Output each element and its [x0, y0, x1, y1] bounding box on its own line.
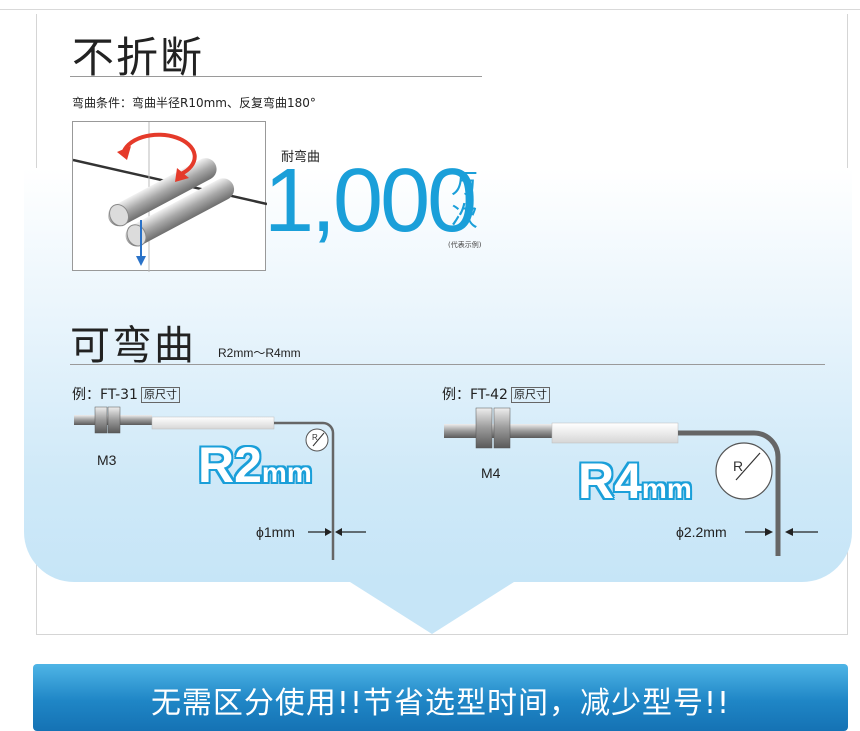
example-ft42-model: 例：FT-42 — [442, 387, 508, 403]
section-rule — [70, 76, 482, 77]
durability-unit-ci: 次 — [451, 202, 478, 233]
actual-size-tag: 原尺寸 — [140, 387, 180, 403]
ft31-radius-symbol: R — [312, 433, 318, 442]
bending-test-illustration — [72, 121, 268, 272]
bend-radius-range: R2mm～R4mm — [218, 346, 301, 360]
ft31-fiber — [274, 421, 335, 560]
ft31-thread-size: M3 — [97, 452, 117, 468]
top-divider — [0, 0, 860, 10]
fiber-sensor-drawings — [74, 406, 818, 560]
ft42-fiber — [678, 430, 781, 556]
durability-count: 1,000 — [264, 151, 477, 251]
durability-label: 耐弯曲 — [281, 150, 321, 165]
section-title-bendable: 可弯曲 — [70, 323, 196, 369]
section-rule — [70, 364, 825, 365]
ft42-sensor-head — [444, 407, 554, 449]
ft31-radius-unit: mm — [261, 457, 312, 488]
ft31-sensor-head — [74, 406, 152, 434]
ft42-radius-symbol: R — [733, 458, 744, 474]
bending-condition: 弯曲条件：弯曲半径R10mm、反复弯曲180° — [72, 96, 316, 110]
ft42-radius-value: R4 — [578, 453, 642, 509]
ft42-fiber-diameter: ϕ2.2mm — [676, 524, 727, 540]
down-arrow-shape — [350, 582, 514, 634]
ft42-radius-unit: mm — [641, 473, 692, 504]
ft42-bend-radius: R4mm — [578, 456, 692, 506]
ft31-bend-radius: R2mm — [198, 440, 312, 490]
section-title-no-break: 不折断 — [72, 33, 205, 82]
example-ft31-model: 例：FT-31 — [72, 387, 138, 403]
ft42-sleeve — [551, 422, 679, 444]
ft42-thread-size: M4 — [481, 465, 501, 481]
ft31-sleeve — [151, 416, 275, 430]
bottom-banner: 无需区分使用!!节省选型时间，减少型号!! — [33, 664, 848, 731]
representative-note: (代表示例) — [448, 241, 482, 249]
banner-slogan: 无需区分使用!!节省选型时间，减少型号!! — [150, 686, 731, 721]
ft31-fiber-diameter: ϕ1mm — [256, 524, 295, 540]
actual-size-tag: 原尺寸 — [510, 387, 550, 403]
durability-unit-wan: 万 — [451, 169, 478, 200]
ft31-radius-value: R2 — [198, 437, 262, 493]
